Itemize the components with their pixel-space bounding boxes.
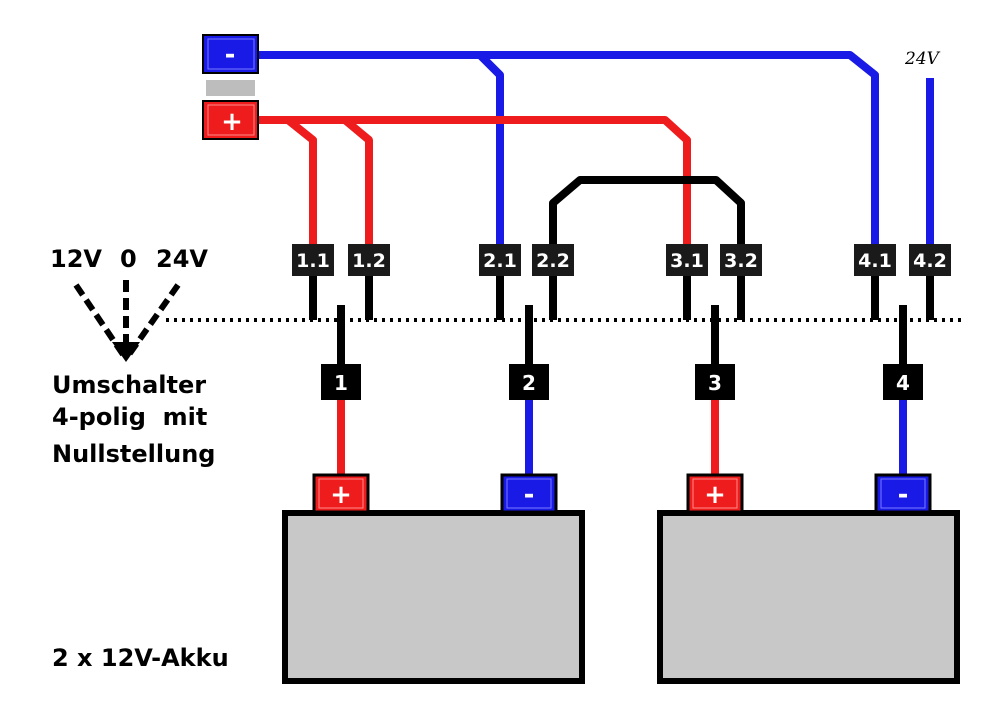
pole-label: 3 [708, 371, 722, 395]
voltage-24v-label: 24V [904, 49, 941, 69]
red-wires [258, 116, 719, 478]
contact-label: 3.1 [670, 250, 704, 272]
switch-description-line1: Umschalter [52, 371, 206, 399]
contact-label: 4.1 [858, 250, 892, 272]
switch-description-line3: Nullstellung [52, 440, 215, 468]
battery-terminal-label: - [524, 480, 535, 510]
switch-description-line2: 4-polig mit [52, 403, 207, 431]
switch-symbol: 12V 0 24V Umschalter 4-polig mit Nullste… [50, 245, 215, 468]
pole-label: 4 [896, 371, 910, 395]
pole-1: 1 [321, 364, 361, 400]
contact-label: 1.2 [352, 250, 386, 272]
output-plus-label: + [221, 107, 243, 137]
battery-minus-terminal: - [500, 473, 558, 514]
black-wires [309, 176, 934, 364]
contact-label: 2.2 [536, 250, 570, 272]
contact-label: 3.2 [724, 250, 758, 272]
contact-4-1: 4.1 [854, 244, 896, 276]
battery-terminal-label: + [330, 480, 352, 510]
pole-2: 2 [509, 364, 549, 400]
contact-3-1: 3.1 [666, 244, 708, 276]
output-terminal-block: - + [202, 34, 259, 140]
pole-3: 3 [695, 364, 735, 400]
pole-4: 4 [883, 364, 923, 400]
battery-terminal-label: - [898, 480, 909, 510]
wire-plus-to-1-1 [285, 116, 317, 244]
wire-minus-bus [258, 51, 879, 244]
battery-terminals: + - + - [312, 473, 932, 514]
wire-minus-to-2-1 [477, 52, 504, 244]
switch-contacts: 1.1 1.2 2.1 2.2 3.1 3.2 4.1 4.2 [292, 244, 951, 276]
pole-label: 2 [522, 371, 536, 395]
pole-label: 1 [334, 371, 348, 395]
contact-1-1: 1.1 [292, 244, 334, 276]
wire-plus-bus [258, 116, 691, 244]
battery-2 [657, 510, 960, 684]
bridge-2-2-to-3-2 [549, 176, 745, 244]
switch-poles: 1 2 3 4 [321, 364, 923, 400]
battery-terminal-label: + [704, 480, 726, 510]
contact-label: 4.2 [913, 250, 947, 272]
contact-1-2: 1.2 [348, 244, 390, 276]
contact-2-2: 2.2 [532, 244, 574, 276]
contact-label: 2.1 [483, 250, 517, 272]
contact-4-2: 4.2 [909, 244, 951, 276]
switch-position-12v: 12V [50, 245, 102, 273]
contact-2-1: 2.1 [479, 244, 521, 276]
blue-wires [258, 51, 934, 478]
battery-plus-terminal: + [312, 473, 370, 514]
battery-plus-terminal: + [686, 473, 744, 514]
contact-label: 1.1 [296, 250, 330, 272]
battery-minus-terminal: - [874, 473, 932, 514]
switch-position-24v: 24V [156, 245, 208, 273]
output-minus-label: - [225, 40, 236, 70]
switch-position-0: 0 [120, 245, 137, 273]
battery-caption: 2 x 12V-Akku [52, 644, 229, 672]
wire-plus-to-1-2 [342, 116, 373, 244]
battery-1 [282, 510, 585, 684]
contact-3-2: 3.2 [720, 244, 762, 276]
